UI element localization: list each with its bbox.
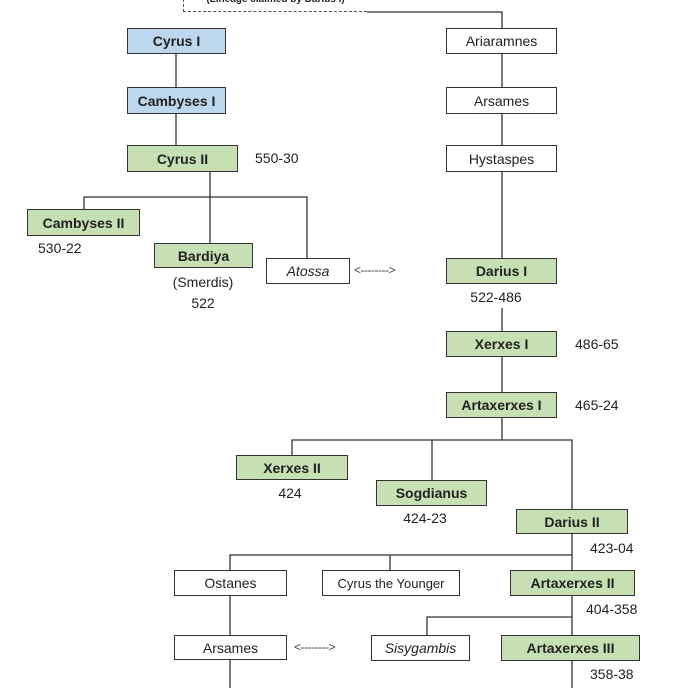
reign-artaxerxes-i: 465-24 <box>575 397 619 413</box>
marriage-arrow-arsames-sisygambis: <--------> <box>294 640 335 654</box>
node-ariaramnes: Ariaramnes <box>446 28 557 54</box>
marriage-arrow-atossa-darius: <--------> <box>354 263 395 277</box>
node-artaxerxes-i: Artaxerxes I <box>446 392 557 418</box>
node-bardiya: Bardiya <box>154 243 253 268</box>
reign-xerxes-ii: 424 <box>278 485 302 501</box>
bardiya-alias: (Smerdis) <box>172 274 234 290</box>
node-artaxerxes-iii: Artaxerxes III <box>501 635 640 661</box>
node-hystaspes: Hystaspes <box>446 145 557 172</box>
line-darius2-children <box>229 534 573 570</box>
reign-artaxerxes-ii: 404-358 <box>586 601 638 617</box>
node-arsames: Arsames <box>446 87 557 114</box>
node-cambyses-i: Cambyses I <box>127 87 226 114</box>
node-cambyses-ii: Cambyses II <box>27 209 140 236</box>
node-xerxes-i: Xerxes I <box>446 331 557 357</box>
reign-darius-i: 522-486 <box>470 289 522 305</box>
reign-bardiya: 522 <box>191 295 215 311</box>
reign-xerxes-i: 486-65 <box>575 336 619 352</box>
node-sogdianus: Sogdianus <box>376 480 487 506</box>
node-arsames-ii: Arsames <box>174 635 287 660</box>
node-sisygambis: Sisygambis <box>371 635 470 661</box>
line-caption-ariaramnes <box>367 11 503 28</box>
reign-darius-ii: 423-04 <box>590 540 634 556</box>
node-xerxes-ii: Xerxes II <box>236 455 348 480</box>
node-cyrus-i: Cyrus I <box>127 28 226 54</box>
reign-cambyses-ii: 530-22 <box>38 240 82 256</box>
node-ostanes: Ostanes <box>174 570 287 596</box>
line-artaxerxes2-children <box>426 596 573 635</box>
node-artaxerxes-ii: Artaxerxes II <box>510 570 635 596</box>
node-cyrus-the-younger: Cyrus the Younger <box>322 570 460 596</box>
line-cyrus2-children <box>83 172 308 258</box>
lineage-caption: (Lineage claimed by Darius I) <box>183 0 367 12</box>
node-cyrus-ii: Cyrus II <box>127 145 238 172</box>
reign-artaxerxes-iii: 358-38 <box>590 666 634 682</box>
reign-sogdianus: 424-23 <box>403 510 447 526</box>
line-artaxerxes1-children <box>291 418 573 509</box>
node-atossa: Atossa <box>266 258 350 284</box>
node-darius-ii: Darius II <box>516 509 628 534</box>
reign-cyrus-ii: 550-30 <box>255 150 299 166</box>
node-darius-i: Darius I <box>446 258 557 284</box>
